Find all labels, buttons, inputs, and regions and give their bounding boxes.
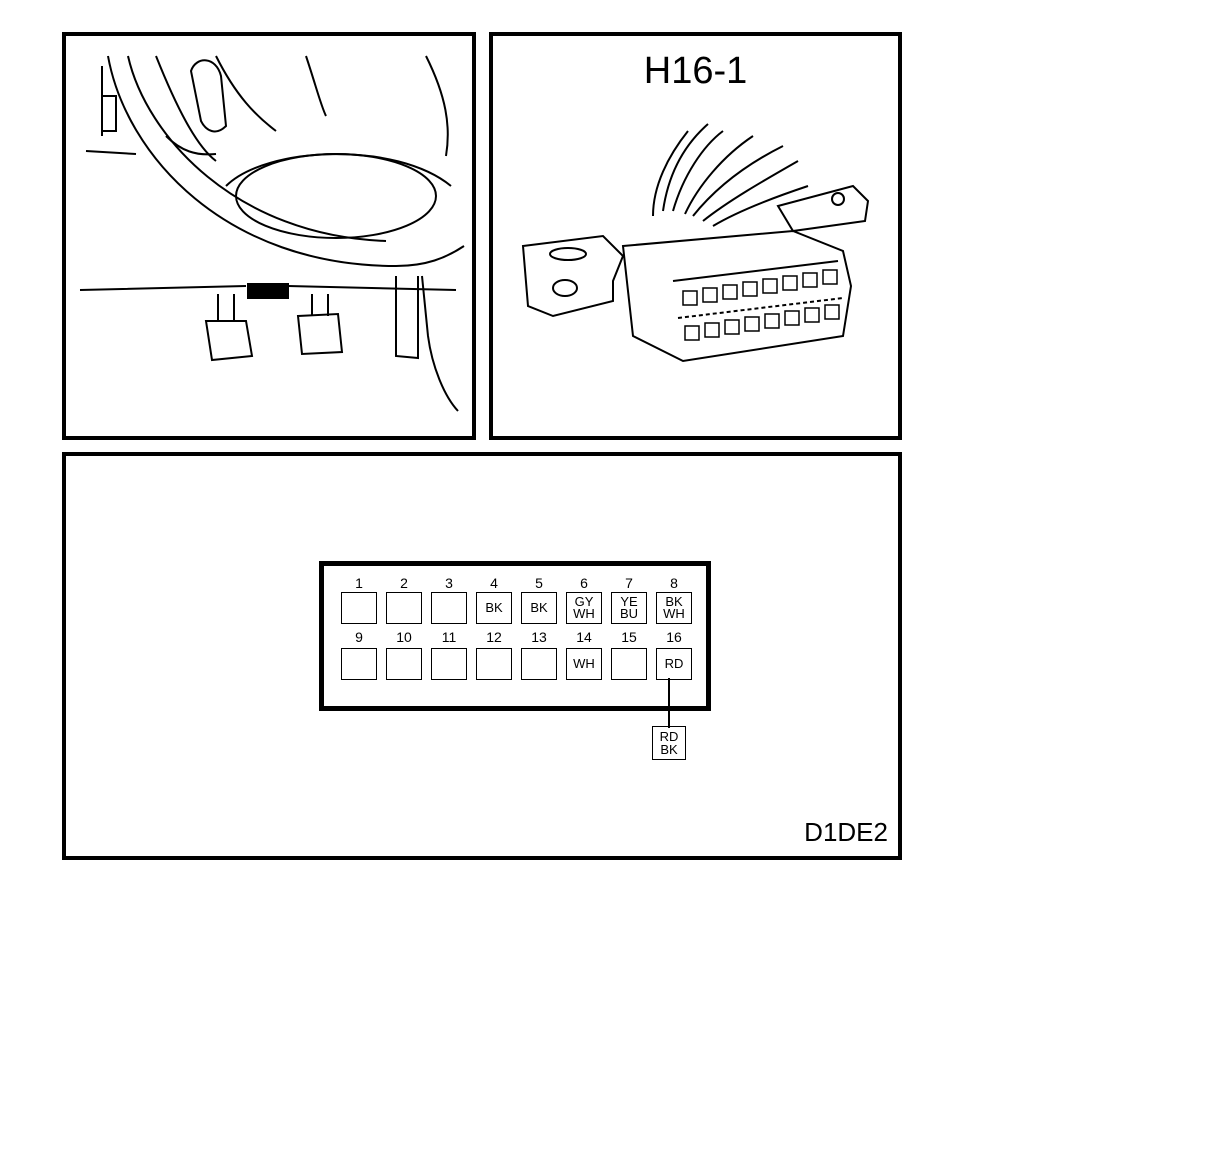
pinout-panel: 1 2 3 4 5 6 7 8 BK BK GY WH YE BU BK WH … <box>62 452 902 860</box>
pin-11 <box>431 648 467 680</box>
pin-1 <box>341 592 377 624</box>
pin-number-14: 14 <box>576 629 592 645</box>
pin-7-color-1: YE <box>620 594 638 609</box>
pin-6-color-1: GY <box>574 594 594 609</box>
pin-4-color: BK <box>485 600 503 615</box>
pin-3 <box>431 592 467 624</box>
pin-16-color: RD <box>664 656 684 671</box>
pin-9 <box>341 648 377 680</box>
pin-14-color: WH <box>573 656 595 671</box>
pin-15 <box>611 648 647 680</box>
pin-12 <box>476 648 512 680</box>
pin-6-color-2: WH <box>573 606 595 621</box>
pin-5: BK <box>521 592 557 624</box>
pin-4: BK <box>476 592 512 624</box>
pin-2 <box>386 592 422 624</box>
pin-number-1: 1 <box>355 575 363 591</box>
pin-number-12: 12 <box>486 629 502 645</box>
pin-8-color-2: WH <box>663 606 685 621</box>
pin-5-color: BK <box>530 600 548 615</box>
pin-number-10: 10 <box>396 629 412 645</box>
location-panel <box>62 32 476 440</box>
pin-number-13: 13 <box>531 629 547 645</box>
pin-number-5: 5 <box>535 575 543 591</box>
obd-connector-illustration <box>521 123 870 363</box>
connector-pin-block: 1 2 3 4 5 6 7 8 BK BK GY WH YE BU BK WH … <box>319 561 711 711</box>
pin-8-color-1: BK <box>665 594 683 609</box>
pin-16-wire-line <box>668 678 670 728</box>
pin-14: WH <box>566 648 602 680</box>
pin-13 <box>521 648 557 680</box>
connector-title: H16-1 <box>643 50 748 92</box>
diagram-code: D1DE2 <box>804 817 888 847</box>
pin-number-11: 11 <box>441 629 457 645</box>
pin-16-wire-tag: RD BK <box>652 726 686 760</box>
wire-tag-color-1: RD <box>659 729 679 744</box>
wire-tag-color-2: BK <box>660 742 678 757</box>
pin-number-7: 7 <box>625 575 633 591</box>
pin-number-9: 9 <box>355 629 363 645</box>
pin-7-color-2: BU <box>619 606 639 621</box>
connector-panel: H16-1 <box>489 32 902 440</box>
pin-number-3: 3 <box>445 575 453 591</box>
dashboard-location-illustration <box>79 55 465 412</box>
pin-10 <box>386 648 422 680</box>
pin-8: BK WH <box>656 592 692 624</box>
pin-number-2: 2 <box>400 575 408 591</box>
pin-16: RD <box>656 648 692 680</box>
pin-number-16: 16 <box>666 629 682 645</box>
pin-number-6: 6 <box>580 575 588 591</box>
pin-7: YE BU <box>611 592 647 624</box>
pin-number-15: 15 <box>621 629 637 645</box>
pin-6: GY WH <box>566 592 602 624</box>
pin-number-8: 8 <box>670 575 678 591</box>
pin-number-4: 4 <box>490 575 498 591</box>
